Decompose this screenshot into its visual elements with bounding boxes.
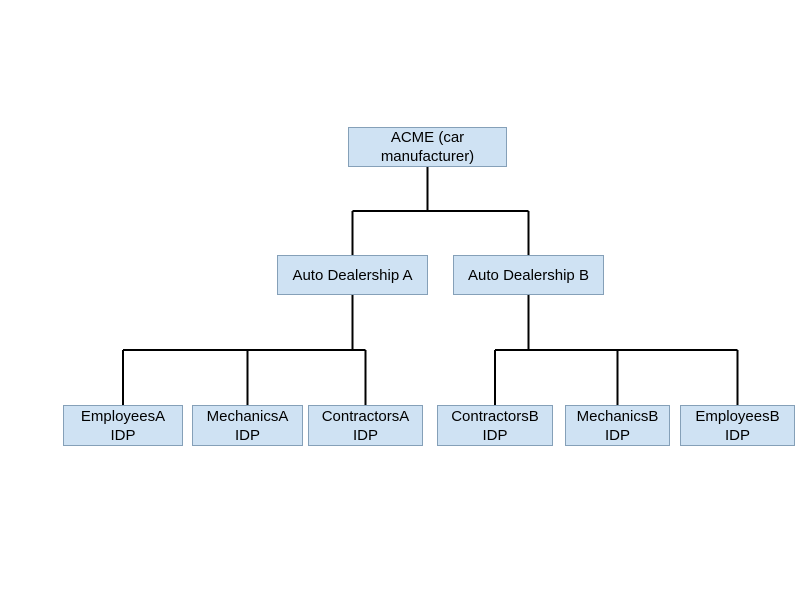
node-label: ContractorsB IDP	[451, 407, 539, 444]
connector-dealership-b-to-idps	[494, 295, 739, 405]
node-mechanics-b-idp: MechanicsB IDP	[565, 405, 670, 446]
node-label: ACME (car manufacturer)	[380, 129, 475, 165]
node-label: Auto Dealership A	[292, 266, 413, 284]
node-mechanics-a-idp: MechanicsA IDP	[192, 405, 303, 446]
node-label: EmployeesA IDP	[80, 407, 166, 444]
node-label: MechanicsA IDP	[206, 407, 289, 444]
node-label: EmployeesB IDP	[695, 407, 780, 444]
node-contractors-a-idp: ContractorsA IDP	[308, 405, 423, 446]
node-label: ContractorsA IDP	[321, 407, 410, 444]
node-auto-dealership-b: Auto Dealership B	[453, 255, 604, 295]
connector-dealership-a-to-idps	[122, 295, 367, 405]
node-label: Auto Dealership B	[468, 266, 589, 284]
connector-acme-to-dealerships	[351, 167, 530, 255]
node-employees-a-idp: EmployeesA IDP	[63, 405, 183, 446]
node-auto-dealership-a: Auto Dealership A	[277, 255, 428, 295]
node-contractors-b-idp: ContractorsB IDP	[437, 405, 553, 446]
node-employees-b-idp: EmployeesB IDP	[680, 405, 795, 446]
node-acme: ACME (car manufacturer)	[348, 127, 507, 167]
node-label: MechanicsB IDP	[576, 407, 659, 444]
